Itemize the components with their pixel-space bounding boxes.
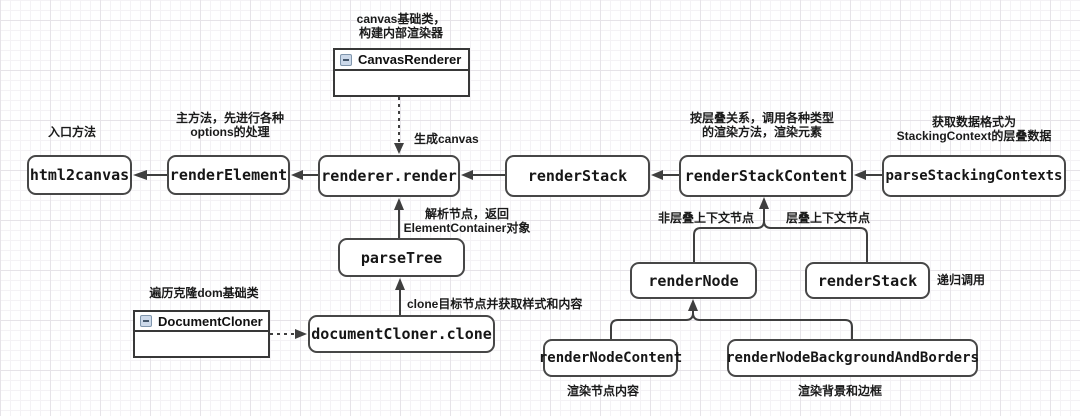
- arrow-canvasrenderer-to-rendererrender: [394, 97, 404, 154]
- class-name: CanvasRenderer: [358, 52, 462, 67]
- arrow-children-to-rendernode: [610, 299, 853, 339]
- arrow-rendernode-renderstack-to-renderstackcontent: [693, 197, 868, 262]
- node-renderstack[interactable]: renderStack: [505, 155, 650, 197]
- node-rendernodecontent[interactable]: renderNodeContent: [539, 339, 682, 377]
- node-renderelement[interactable]: renderElement: [167, 155, 290, 195]
- note-render-background: 渲染背景和边框: [797, 384, 883, 398]
- note-line: StackingContext的层叠数据: [896, 128, 1052, 143]
- note-parsetree: 解析节点，返回 ElementContainer对象: [403, 207, 531, 235]
- collapse-icon[interactable]: [140, 315, 152, 327]
- class-name: DocumentCloner: [158, 313, 263, 329]
- node-renderstack-recursive[interactable]: renderStack: [805, 262, 930, 299]
- note-line: ElementContainer对象: [403, 220, 531, 235]
- class-box-canvasrenderer[interactable]: CanvasRenderer: [333, 48, 470, 97]
- note-non-stacking-context: 非层叠上下文节点: [657, 211, 755, 225]
- arrow-clone-to-parsetree: [395, 278, 405, 315]
- note-recursive-call: 递归调用: [937, 273, 986, 287]
- class-title-row: DocumentCloner: [135, 312, 268, 332]
- arrow-renderstack-to-rendererrender: [461, 170, 505, 180]
- arrow-documentcloner-to-clone: [270, 329, 307, 339]
- note-render-node-content: 渲染节点内容: [566, 384, 640, 398]
- note-line: canvas基础类，: [356, 12, 446, 26]
- note-parsestackingcontexts: 获取数据格式为 StackingContext的层叠数据: [896, 115, 1052, 143]
- note-renderelement: 主方法，先进行各种 options的处理: [175, 111, 285, 139]
- arrow-rendererrender-to-renderelement: [291, 170, 318, 180]
- note-renderstackcontent: 按层叠关系，调用各种类型 的渲染方法，渲染元素: [689, 111, 835, 139]
- note-clone-target: clone目标节点并获取样式和内容: [407, 297, 583, 311]
- node-html2canvas[interactable]: html2canvas: [27, 155, 132, 195]
- arrow-renderstackcontent-to-renderstack: [651, 170, 679, 180]
- arrow-parsetree-to-rendererrender: [394, 198, 404, 238]
- class-box-documentcloner[interactable]: DocumentCloner: [133, 310, 270, 358]
- note-generate-canvas: 生成canvas: [414, 132, 479, 146]
- note-line: 获取数据格式为: [931, 115, 1016, 129]
- note-line: options的处理: [190, 124, 270, 139]
- note-line: 构建内部渲染器: [358, 25, 444, 40]
- note-line: 主方法，先进行各种: [175, 111, 285, 125]
- note-documentcloner: 遍历克隆dom基础类: [149, 286, 259, 300]
- node-renderer-render[interactable]: renderer.render: [318, 155, 460, 197]
- note-line: 的渲染方法，渲染元素: [701, 124, 823, 139]
- note-line: 解析节点，返回: [424, 207, 509, 221]
- node-rendernodebackgroundandborders[interactable]: renderNodeBackgroundAndBorders: [726, 339, 979, 377]
- note-stacking-context: 层叠上下文节点: [785, 211, 871, 225]
- note-line: 按层叠关系，调用各种类型: [689, 111, 835, 125]
- node-rendernode[interactable]: renderNode: [630, 262, 757, 299]
- node-parsetree[interactable]: parseTree: [338, 238, 465, 277]
- node-parsestackingcontexts[interactable]: parseStackingContexts: [882, 155, 1066, 197]
- collapse-icon[interactable]: [340, 53, 352, 66]
- node-documentcloner-clone[interactable]: documentCloner.clone: [308, 315, 495, 353]
- note-entry-method: 入口方法: [47, 125, 97, 139]
- class-title-row: CanvasRenderer: [335, 50, 468, 71]
- arrow-parsestackingcontexts-to-renderstackcontent: [854, 170, 882, 180]
- arrow-renderelement-to-html2canvas: [133, 170, 167, 180]
- node-renderstackcontent[interactable]: renderStackContent: [679, 155, 853, 197]
- note-canvasrenderer: canvas基础类， 构建内部渲染器: [356, 12, 446, 40]
